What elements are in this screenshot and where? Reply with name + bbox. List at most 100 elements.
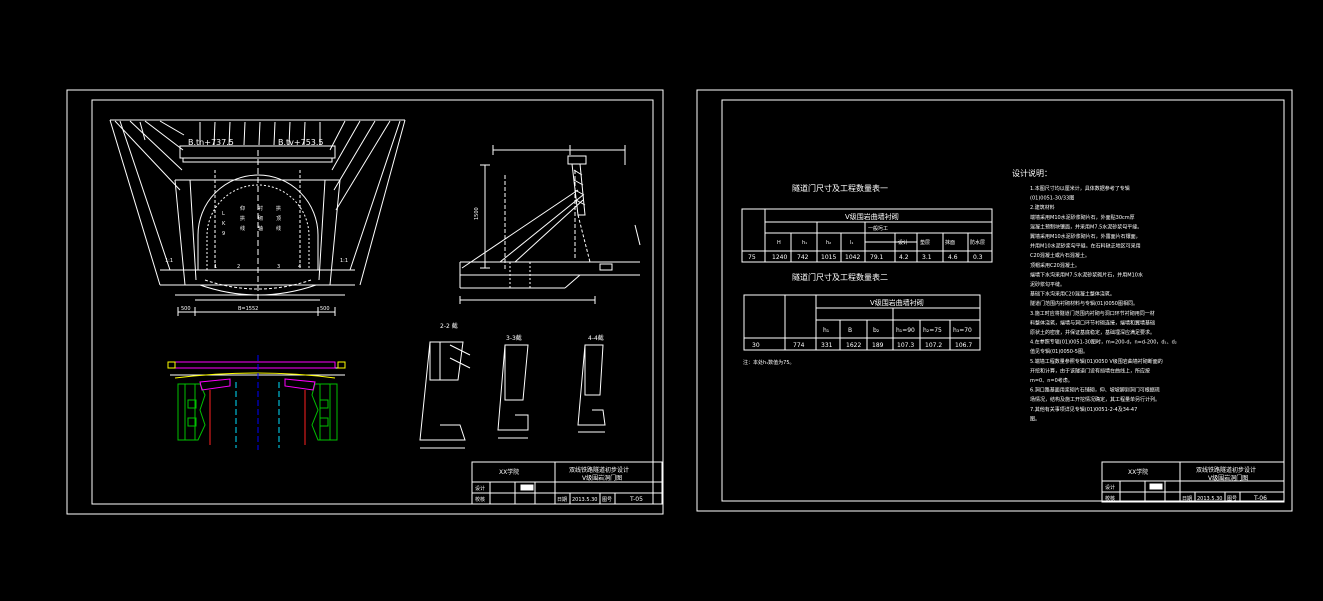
table-1-header: V级围岩曲墙衬砌 — [845, 212, 899, 221]
svg-text:3: 3 — [277, 264, 280, 270]
design-note-line: 并用M10水泥砂浆勾平缝。在石料缺乏地区可采用 — [1030, 243, 1141, 250]
portal-side-elevation — [459, 145, 641, 304]
title-block-2-r3: 日期 — [1182, 496, 1192, 502]
title-block-1-company: XX学院 — [499, 468, 519, 476]
design-note-line: 7.其他有关事项详见专辑(01)0051-2-4及34-47 — [1030, 406, 1137, 413]
design-note-line: 2.建筑材料 — [1030, 204, 1055, 211]
sheet-1-inner-frame — [91, 99, 654, 505]
title-block-1 — [471, 461, 663, 505]
design-note-line: 场情况，结构及施工开挖情况确定，其工程量单另行计列。 — [1030, 396, 1160, 403]
svg-text:K: K — [222, 221, 226, 227]
design-note-line: 3.施工时应将隧道门范围内衬砌与洞口环节衬砌用同一材 — [1030, 310, 1155, 317]
dim-right-label: 500 — [320, 306, 330, 312]
table-1-col-header: 设计 — [898, 239, 908, 246]
table-2-col-header: h₃=70 — [953, 327, 972, 334]
svg-text:线: 线 — [240, 225, 245, 232]
design-note-line: 原状土的密度，并保证基底稳定，基础埋深应满足要求。 — [1030, 329, 1155, 336]
elevation-left-label: B.tn+737.5 — [188, 138, 234, 147]
table-2-col-header: h₁ — [823, 327, 830, 334]
table-2-header: V级围岩曲墙衬砌 — [870, 298, 924, 307]
table-1-cell: 0.3 — [973, 254, 983, 261]
design-note-line: 值见专辑(01)0050-5图。 — [1030, 348, 1088, 355]
sheet-1-outer-frame — [66, 89, 664, 515]
design-note-line: C20混凝土或片石混凝土。 — [1030, 252, 1090, 259]
design-note-line: 基础下水沟采用C20混凝土整体浇筑。 — [1030, 291, 1115, 298]
table-1-cell: 3.1 — [922, 254, 932, 261]
design-note-line: 泥砂浆勾平缝。 — [1030, 281, 1065, 288]
table-2-cell: 30 — [752, 342, 760, 349]
svg-text:顶: 顶 — [276, 216, 281, 222]
svg-text:拱: 拱 — [240, 215, 245, 222]
table-1-col-header: 防水层 — [970, 239, 985, 246]
table-1-cell: 4.6 — [948, 254, 958, 261]
table-2-cell: 189 — [872, 342, 884, 349]
svg-text:2: 2 — [237, 264, 240, 270]
table-1-cell: 79.1 — [870, 254, 884, 261]
title-block-1-r2: 校核 — [475, 496, 485, 503]
title-block-1-r1: 设计 — [475, 485, 485, 492]
svg-text:衬: 衬 — [258, 205, 263, 212]
table-1-col-header: H — [777, 240, 781, 246]
table-1-col-header: h₂ — [826, 240, 831, 246]
design-note-line: 1.本图尺寸均以厘米计，具体数据参考了专辑 — [1030, 185, 1130, 192]
table-note: 注：本处h₁数值为75。 — [743, 359, 795, 366]
table-2-cell: 331 — [821, 342, 833, 349]
title-block-2-r4: 图号 — [1227, 496, 1237, 502]
table-2-col-header: h₂=75 — [923, 327, 942, 334]
table-2-col-header: b₂ — [873, 327, 880, 334]
section-4-4 — [577, 344, 606, 433]
table-1-cell: 1015 — [821, 254, 836, 261]
svg-text:4: 4 — [298, 264, 301, 270]
title-block-1-project: 双线铁路隧道初步设计 — [569, 466, 629, 474]
title-block-2-company: XX学院 — [1128, 468, 1148, 476]
title-block-1-number: T-05 — [629, 496, 643, 503]
design-note-line: 翼墙采用M10水泥砂浆砌片石，外露面片石镶面， — [1030, 233, 1141, 240]
section-3-3-label: 3-3截 — [506, 334, 522, 342]
table-2-cell: 107.2 — [925, 342, 942, 349]
table-2-col-header: h₁=90 — [896, 327, 915, 334]
design-notes: 1.本图尺寸均以厘米计，具体数据参考了专辑 (01)0051-30/33图 2.建筑… — [1030, 185, 1177, 422]
table-2-cell: 774 — [793, 342, 805, 349]
svg-text:1:1: 1:1 — [165, 258, 173, 264]
title-block-2-r2: 校核 — [1105, 495, 1115, 502]
design-note-line: 开挖和计算，由于该隧道门设有挡墙在曲线上，所应按 — [1030, 367, 1150, 374]
svg-text:砌: 砌 — [258, 215, 263, 222]
table-2-grid — [743, 294, 981, 351]
table-1-cell: 1042 — [845, 254, 860, 261]
title-block-2-date: 2013.5.30 — [1197, 496, 1222, 502]
table-1-grid — [741, 208, 993, 263]
section-4-4-label: 4-4截 — [588, 334, 604, 342]
table-1-col-header: 垫层 — [920, 239, 930, 246]
title-block-2-drawing: V级围岩洞门图 — [1208, 474, 1248, 482]
title-block-1-r3: 日期 — [557, 497, 567, 503]
svg-text:1:1: 1:1 — [340, 258, 348, 264]
table-2-title: 隧道门尺寸及工程数量表二 — [792, 272, 888, 282]
table-2-cell: 107.3 — [897, 342, 914, 349]
table-1-col-header: 一般圬工 — [868, 225, 888, 232]
sheet-2-inner-frame — [721, 99, 1285, 502]
table-2-cell: 106.7 — [955, 342, 972, 349]
design-note-line: (01)0051-30/33图 — [1030, 196, 1074, 202]
design-notes-title: 设计说明： — [1012, 168, 1052, 178]
table-1-col-header: h₁ — [802, 240, 807, 246]
section-3-3 — [497, 344, 529, 439]
design-note-line: 混凝土预制块镶面，并采用M7.5水泥砂浆勾平缝。 — [1030, 223, 1142, 230]
table-1-col-header: 抹面 — [945, 239, 955, 246]
design-note-line: 图。 — [1030, 416, 1040, 422]
table-1-cell: 1240 — [772, 254, 787, 261]
title-block-1-drawing: V级围岩洞门图 — [582, 474, 622, 482]
title-block-2 — [1101, 461, 1285, 503]
table-1-cell: 742 — [797, 254, 809, 261]
section-2-2-label: 2-2 截 — [440, 322, 458, 330]
svg-text:拱: 拱 — [276, 205, 281, 212]
svg-text:轴: 轴 — [258, 225, 263, 232]
design-note-line: 顶帽采用C20混凝土。 — [1030, 262, 1080, 269]
side-dim-label: 1500 — [474, 207, 480, 220]
